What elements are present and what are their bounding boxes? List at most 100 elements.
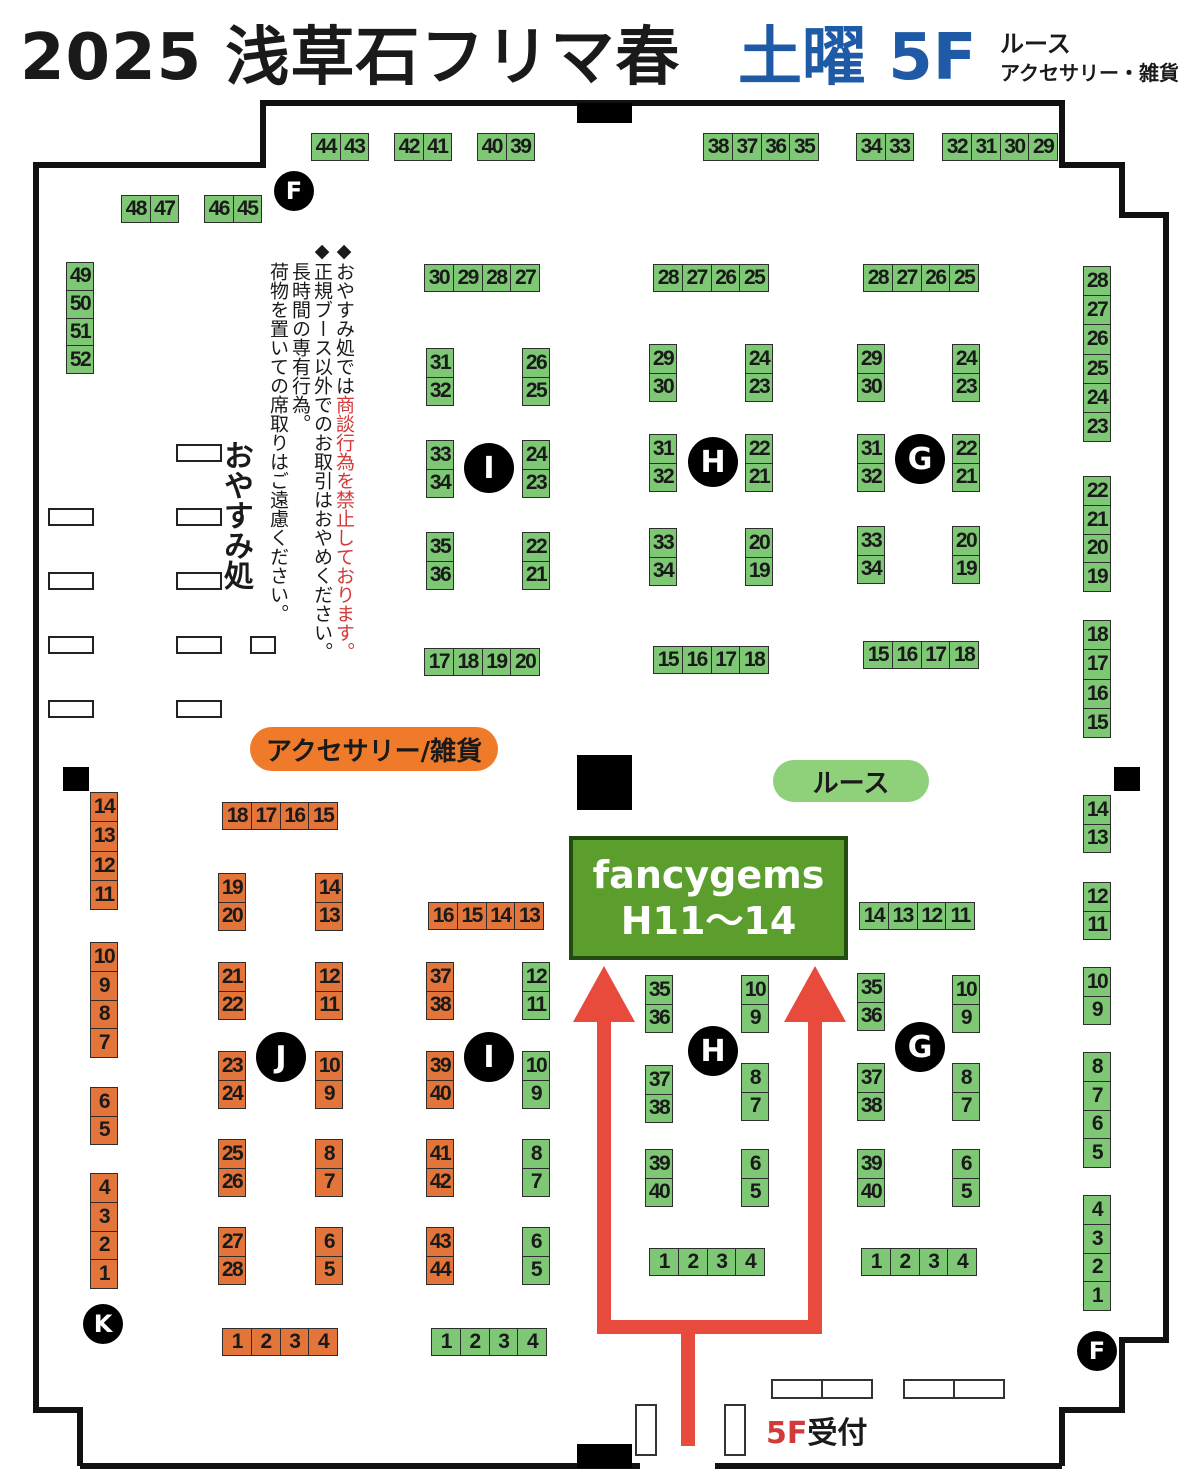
booth-number: 29 xyxy=(1028,134,1057,160)
route-arrow xyxy=(573,966,846,1446)
reception-text: 受付 xyxy=(807,1416,868,1451)
rest-seat xyxy=(176,508,222,526)
booth-number: 24 xyxy=(748,346,771,370)
booth-number: 2 xyxy=(677,1249,707,1275)
booth-number: 8 xyxy=(960,1065,973,1089)
booth-number: 14 xyxy=(318,875,341,899)
booth-number: 28 xyxy=(1086,269,1109,293)
block-letter-h: H xyxy=(688,437,738,487)
booth-number: 3 xyxy=(279,1329,309,1355)
reception-table xyxy=(953,1379,1005,1399)
booth-number: 4 xyxy=(98,1175,111,1199)
booth-number: 40 xyxy=(646,1177,672,1207)
booth-number: 24 xyxy=(525,442,548,466)
highlight-booth-fancygems[interactable]: fancygems H11〜14 xyxy=(569,836,848,960)
booth-number: 38 xyxy=(707,135,730,158)
booth-number: 8 xyxy=(530,1141,543,1165)
